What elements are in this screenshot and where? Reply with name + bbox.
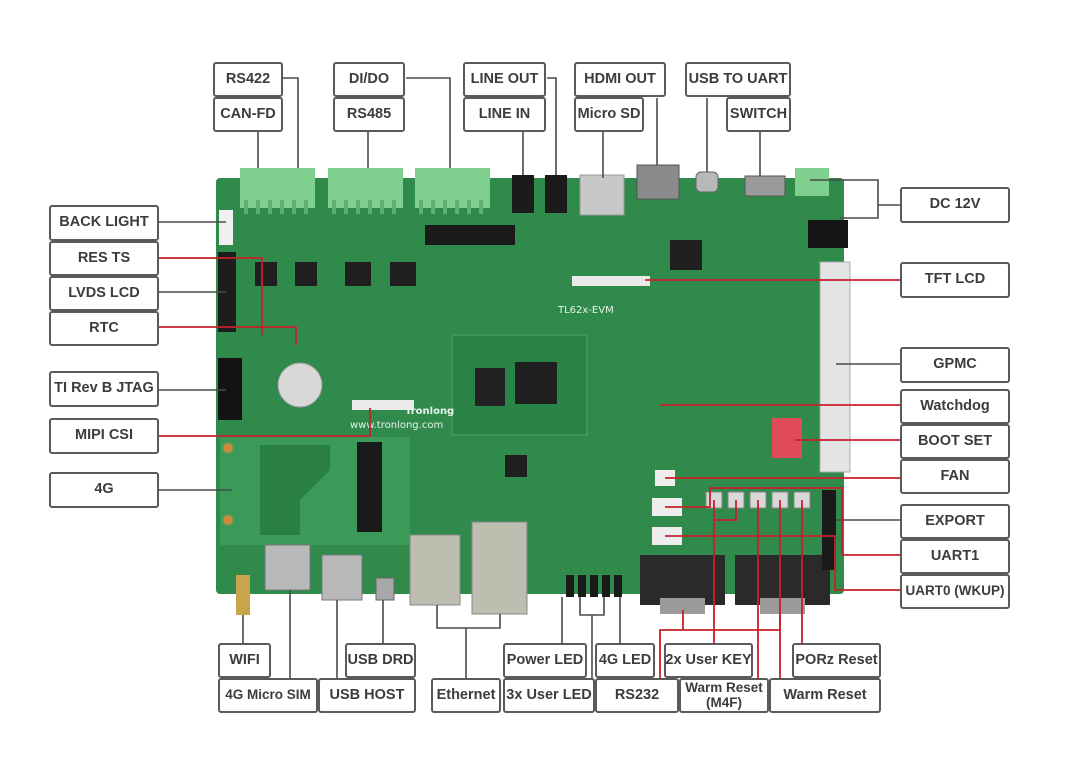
audio-jack-line-in [545, 175, 567, 213]
wire-res-ts [159, 257, 263, 335]
label-di-do: DI/DO [333, 62, 405, 97]
brand-name: Tronlong [405, 406, 455, 417]
wifi-antenna [236, 575, 250, 615]
wire-uart1 [665, 487, 900, 556]
label-4g-micro-sim: 4G Micro SIM [218, 678, 318, 713]
audio-jack-line-out [512, 175, 534, 213]
label-boot-set: BOOT SET [900, 424, 1010, 459]
label-watchdog: Watchdog [900, 389, 1010, 424]
m2-slot [357, 442, 382, 532]
label-power-led: Power LED [503, 643, 587, 678]
wire-ethernet [436, 605, 501, 682]
export-header [822, 490, 836, 570]
label-dc12v: DC 12V [900, 187, 1010, 223]
wire-dc12v [810, 179, 900, 219]
boot-dip-switch [772, 418, 802, 458]
sim-slot [264, 544, 311, 591]
usb-drd-port [375, 577, 395, 601]
tft-connector [572, 276, 650, 286]
label-switch: SWITCH [726, 97, 791, 132]
micro-sd-slot [579, 174, 625, 216]
soc-chip [515, 362, 557, 404]
label-usb-host: USB HOST [318, 678, 416, 713]
label-uart1: UART1 [900, 539, 1010, 574]
label-tft-lcd: TFT LCD [900, 262, 1010, 298]
label-hdmi-out: HDMI OUT [574, 62, 666, 97]
power-switch [744, 175, 786, 197]
board-model: TL62x-EVM [558, 305, 614, 316]
led-row [566, 575, 622, 597]
label-jtag: TI Rev B JTAG [49, 371, 159, 407]
label-rtc: RTC [49, 311, 159, 346]
label-2x-user-key: 2x User KEY [664, 643, 753, 678]
dc-jack [808, 220, 848, 248]
label-warm-reset: Warm Reset [769, 678, 881, 713]
label-porz-reset: PORz Reset [792, 643, 881, 678]
label-usb-drd: USB DRD [345, 643, 416, 678]
terminal-block-rs422 [240, 168, 315, 208]
brand-website: www.tronlong.com [350, 420, 444, 431]
label-micro-sd: Micro SD [574, 97, 644, 132]
label-fan: FAN [900, 459, 1010, 494]
db9-uart1 [735, 555, 830, 605]
label-line-in: LINE IN [463, 97, 546, 132]
mipi-connector [352, 400, 414, 410]
label-res-ts: RES TS [49, 241, 159, 276]
label-line-out: LINE OUT [463, 62, 546, 97]
label-can-fd: CAN-FD [213, 97, 283, 132]
label-4g: 4G [49, 472, 159, 508]
label-export: EXPORT [900, 504, 1010, 539]
wire-rs422 [283, 77, 299, 168]
usb-host-port [321, 554, 363, 601]
wire-rtc [159, 326, 297, 345]
backlight-connector [219, 210, 233, 245]
dc-terminal [795, 168, 829, 196]
gpmc-header [819, 261, 851, 473]
terminal-block-rs485 [328, 168, 403, 208]
label-back-light: BACK LIGHT [49, 205, 159, 241]
ddr-chip [475, 368, 505, 406]
label-ethernet: Ethernet [431, 678, 501, 713]
wire-line-out [547, 77, 557, 175]
ethernet-port-1 [409, 534, 461, 606]
db9-rs232 [640, 555, 725, 605]
label-rs485: RS485 [333, 97, 405, 132]
terminal-block-dido [415, 168, 490, 208]
label-mipi-csi: MIPI CSI [49, 418, 159, 454]
hdmi-connector [636, 164, 680, 200]
label-usb-to-uart: USB TO UART [685, 62, 791, 97]
wire-uart0 [665, 535, 900, 591]
wire-user-key [713, 500, 737, 646]
label-rs232: RS232 [595, 678, 679, 713]
label-wifi: WIFI [218, 643, 271, 678]
wire-mipi [159, 408, 371, 437]
label-warm-reset-m4f: Warm Reset (M4F) [679, 678, 769, 713]
label-4g-led: 4G LED [595, 643, 655, 678]
label-uart0: UART0 (WKUP) [900, 574, 1010, 609]
label-lvds-lcd: LVDS LCD [49, 276, 159, 311]
lvds-header [218, 252, 236, 332]
ethernet-port-2 [471, 521, 528, 615]
wire-dido [406, 77, 451, 168]
label-3x-user-led: 3x User LED [503, 678, 595, 713]
wire-user-led [579, 597, 605, 682]
label-rs422: RS422 [213, 62, 283, 97]
rtc-battery [277, 362, 323, 408]
label-gpmc: GPMC [900, 347, 1010, 383]
jtag-header [218, 358, 242, 420]
